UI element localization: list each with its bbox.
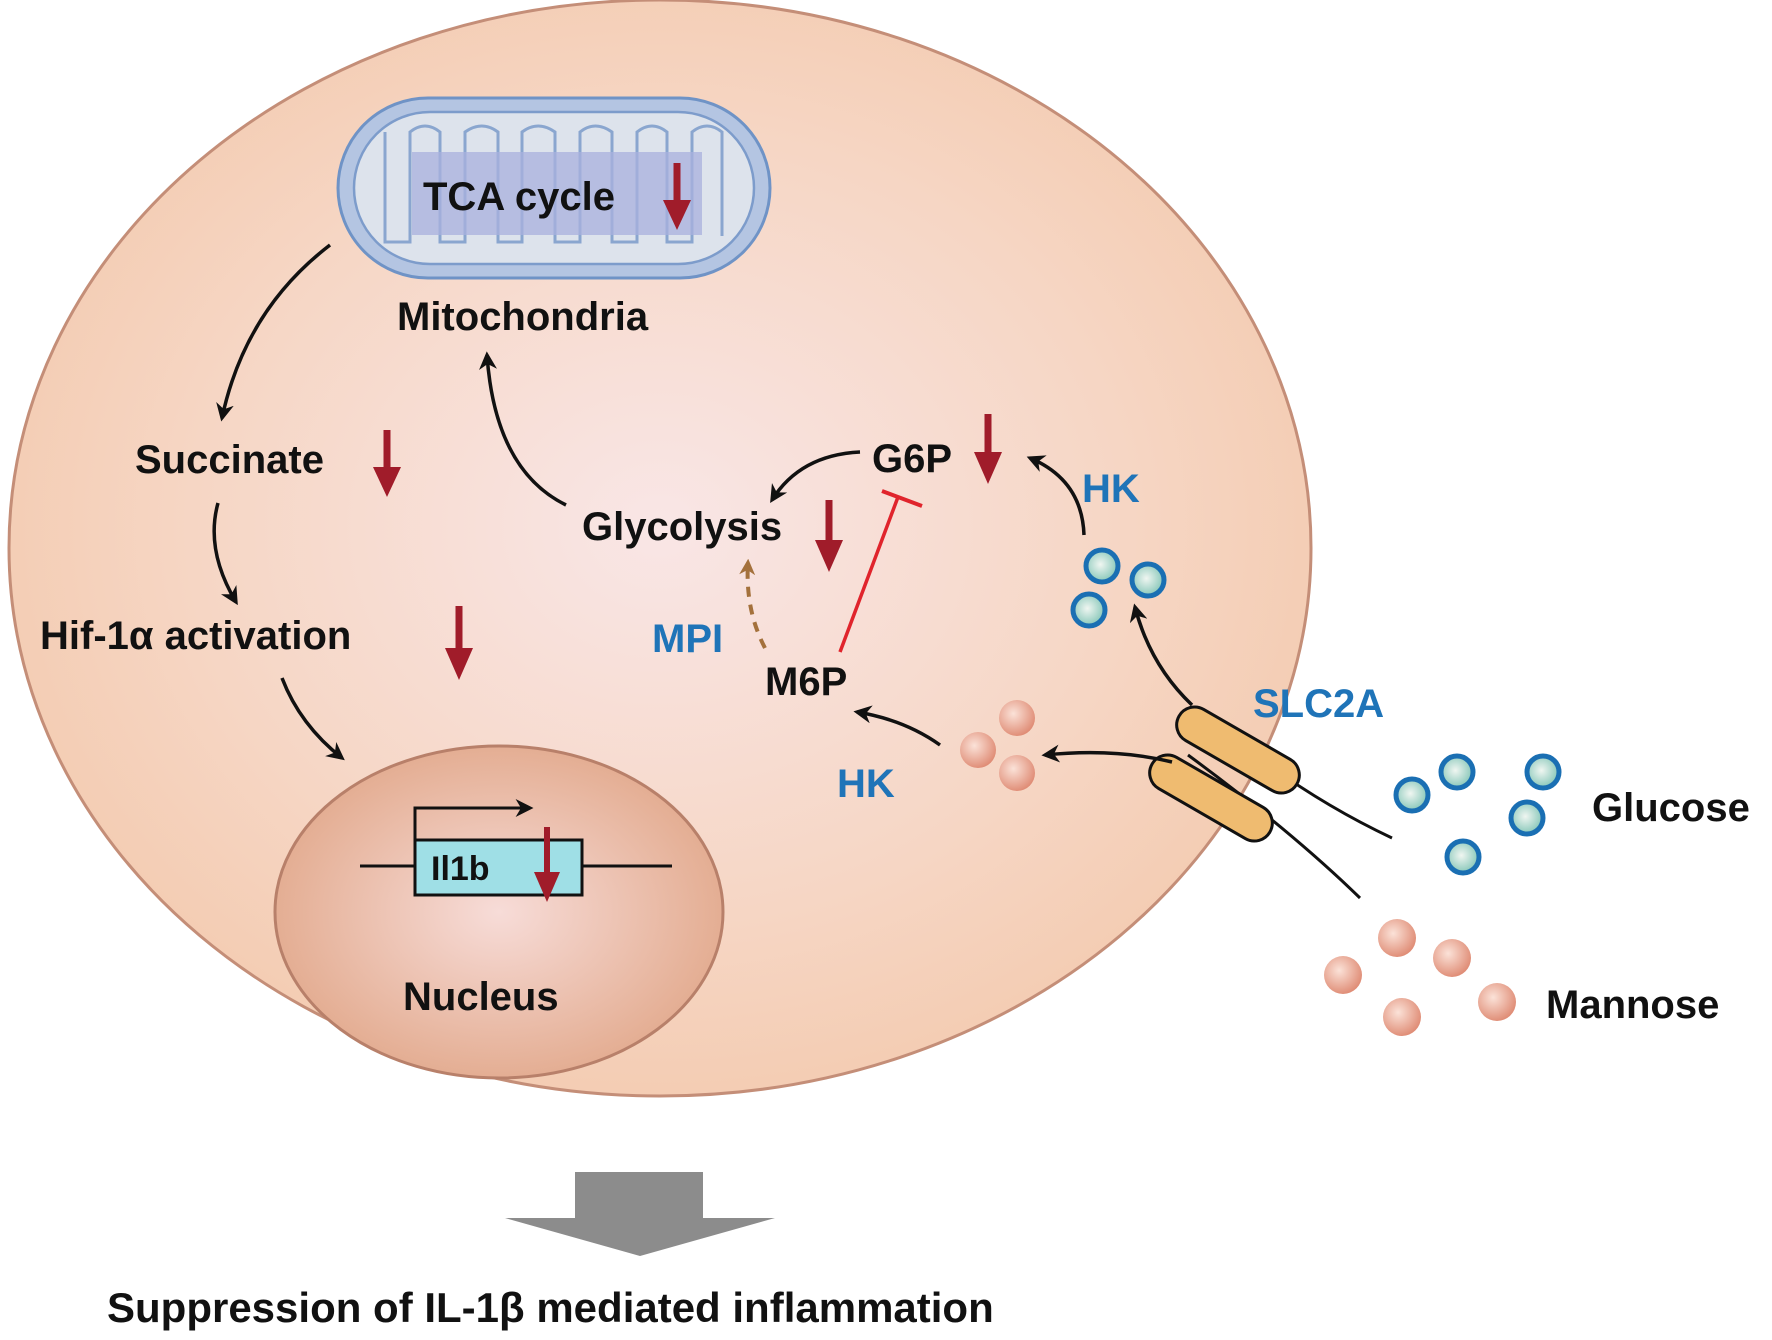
g6p-down-arrow (974, 414, 1002, 484)
g6p-to-glycolysis-arrow (770, 450, 861, 504)
il1b-gene-box (413, 838, 584, 897)
m6p-inhibits-g6p (838, 489, 923, 653)
glycolysis-down-arrow (815, 500, 843, 572)
mannose-label: Mannose (1546, 983, 1719, 1027)
succinate-to-hif-arrow (212, 502, 238, 606)
tca-down-arrow (663, 163, 691, 230)
down-arrows (373, 163, 1002, 902)
glucose-molecules-outside (1393, 753, 1562, 876)
hif-down-arrow (445, 606, 473, 680)
outcome-label: Suppression of IL-1β mediated inflammati… (107, 1284, 994, 1331)
membrane-line-lower (1187, 753, 1362, 900)
transcription-start-arrow (413, 799, 534, 840)
mpi-dashed-arrow (739, 558, 767, 649)
succinate-down-arrow (373, 430, 401, 497)
glucose-molecules-inside (1070, 547, 1167, 629)
glucose-import-arrow (1129, 603, 1194, 707)
mitochondrion (336, 96, 772, 280)
mannose-molecules-outside (1324, 919, 1516, 1036)
hk-top-label: HK (1082, 467, 1140, 511)
g6p-label: G6P (872, 437, 952, 481)
glycolysis-to-mitochondria-arrow (479, 351, 567, 507)
nucleus-label: Nucleus (403, 975, 559, 1019)
m6p-label: M6P (765, 660, 847, 704)
il1b-down-arrow (534, 827, 560, 902)
mitochondria-to-succinate-arrow (216, 243, 332, 422)
il1b-label: Il1b (431, 850, 490, 888)
slc2a-label: SLC2A (1253, 682, 1384, 726)
hif-to-nucleus-arrow (280, 677, 345, 761)
slc2a-transporter (1148, 705, 1301, 843)
mitochondria-label: Mitochondria (397, 295, 649, 339)
succinate-label: Succinate (135, 438, 324, 482)
glycolysis-label: Glycolysis (582, 505, 782, 549)
glucose-to-g6p-arrow (1026, 455, 1086, 536)
outcome-arrow (505, 1172, 775, 1256)
mpi-label: MPI (652, 617, 723, 661)
tca-cycle-label: TCA cycle (423, 175, 615, 219)
mannose-molecules-inside (960, 700, 1035, 791)
mannose-to-m6p-arrow (853, 705, 942, 747)
glucose-label: Glucose (1592, 786, 1750, 830)
hk-bottom-label: HK (837, 762, 895, 806)
hif-activation-label: Hif-1α activation (40, 614, 351, 658)
mannose-import-arrow (1041, 744, 1173, 764)
nucleus (273, 744, 725, 1080)
tca-highlight (412, 152, 702, 235)
